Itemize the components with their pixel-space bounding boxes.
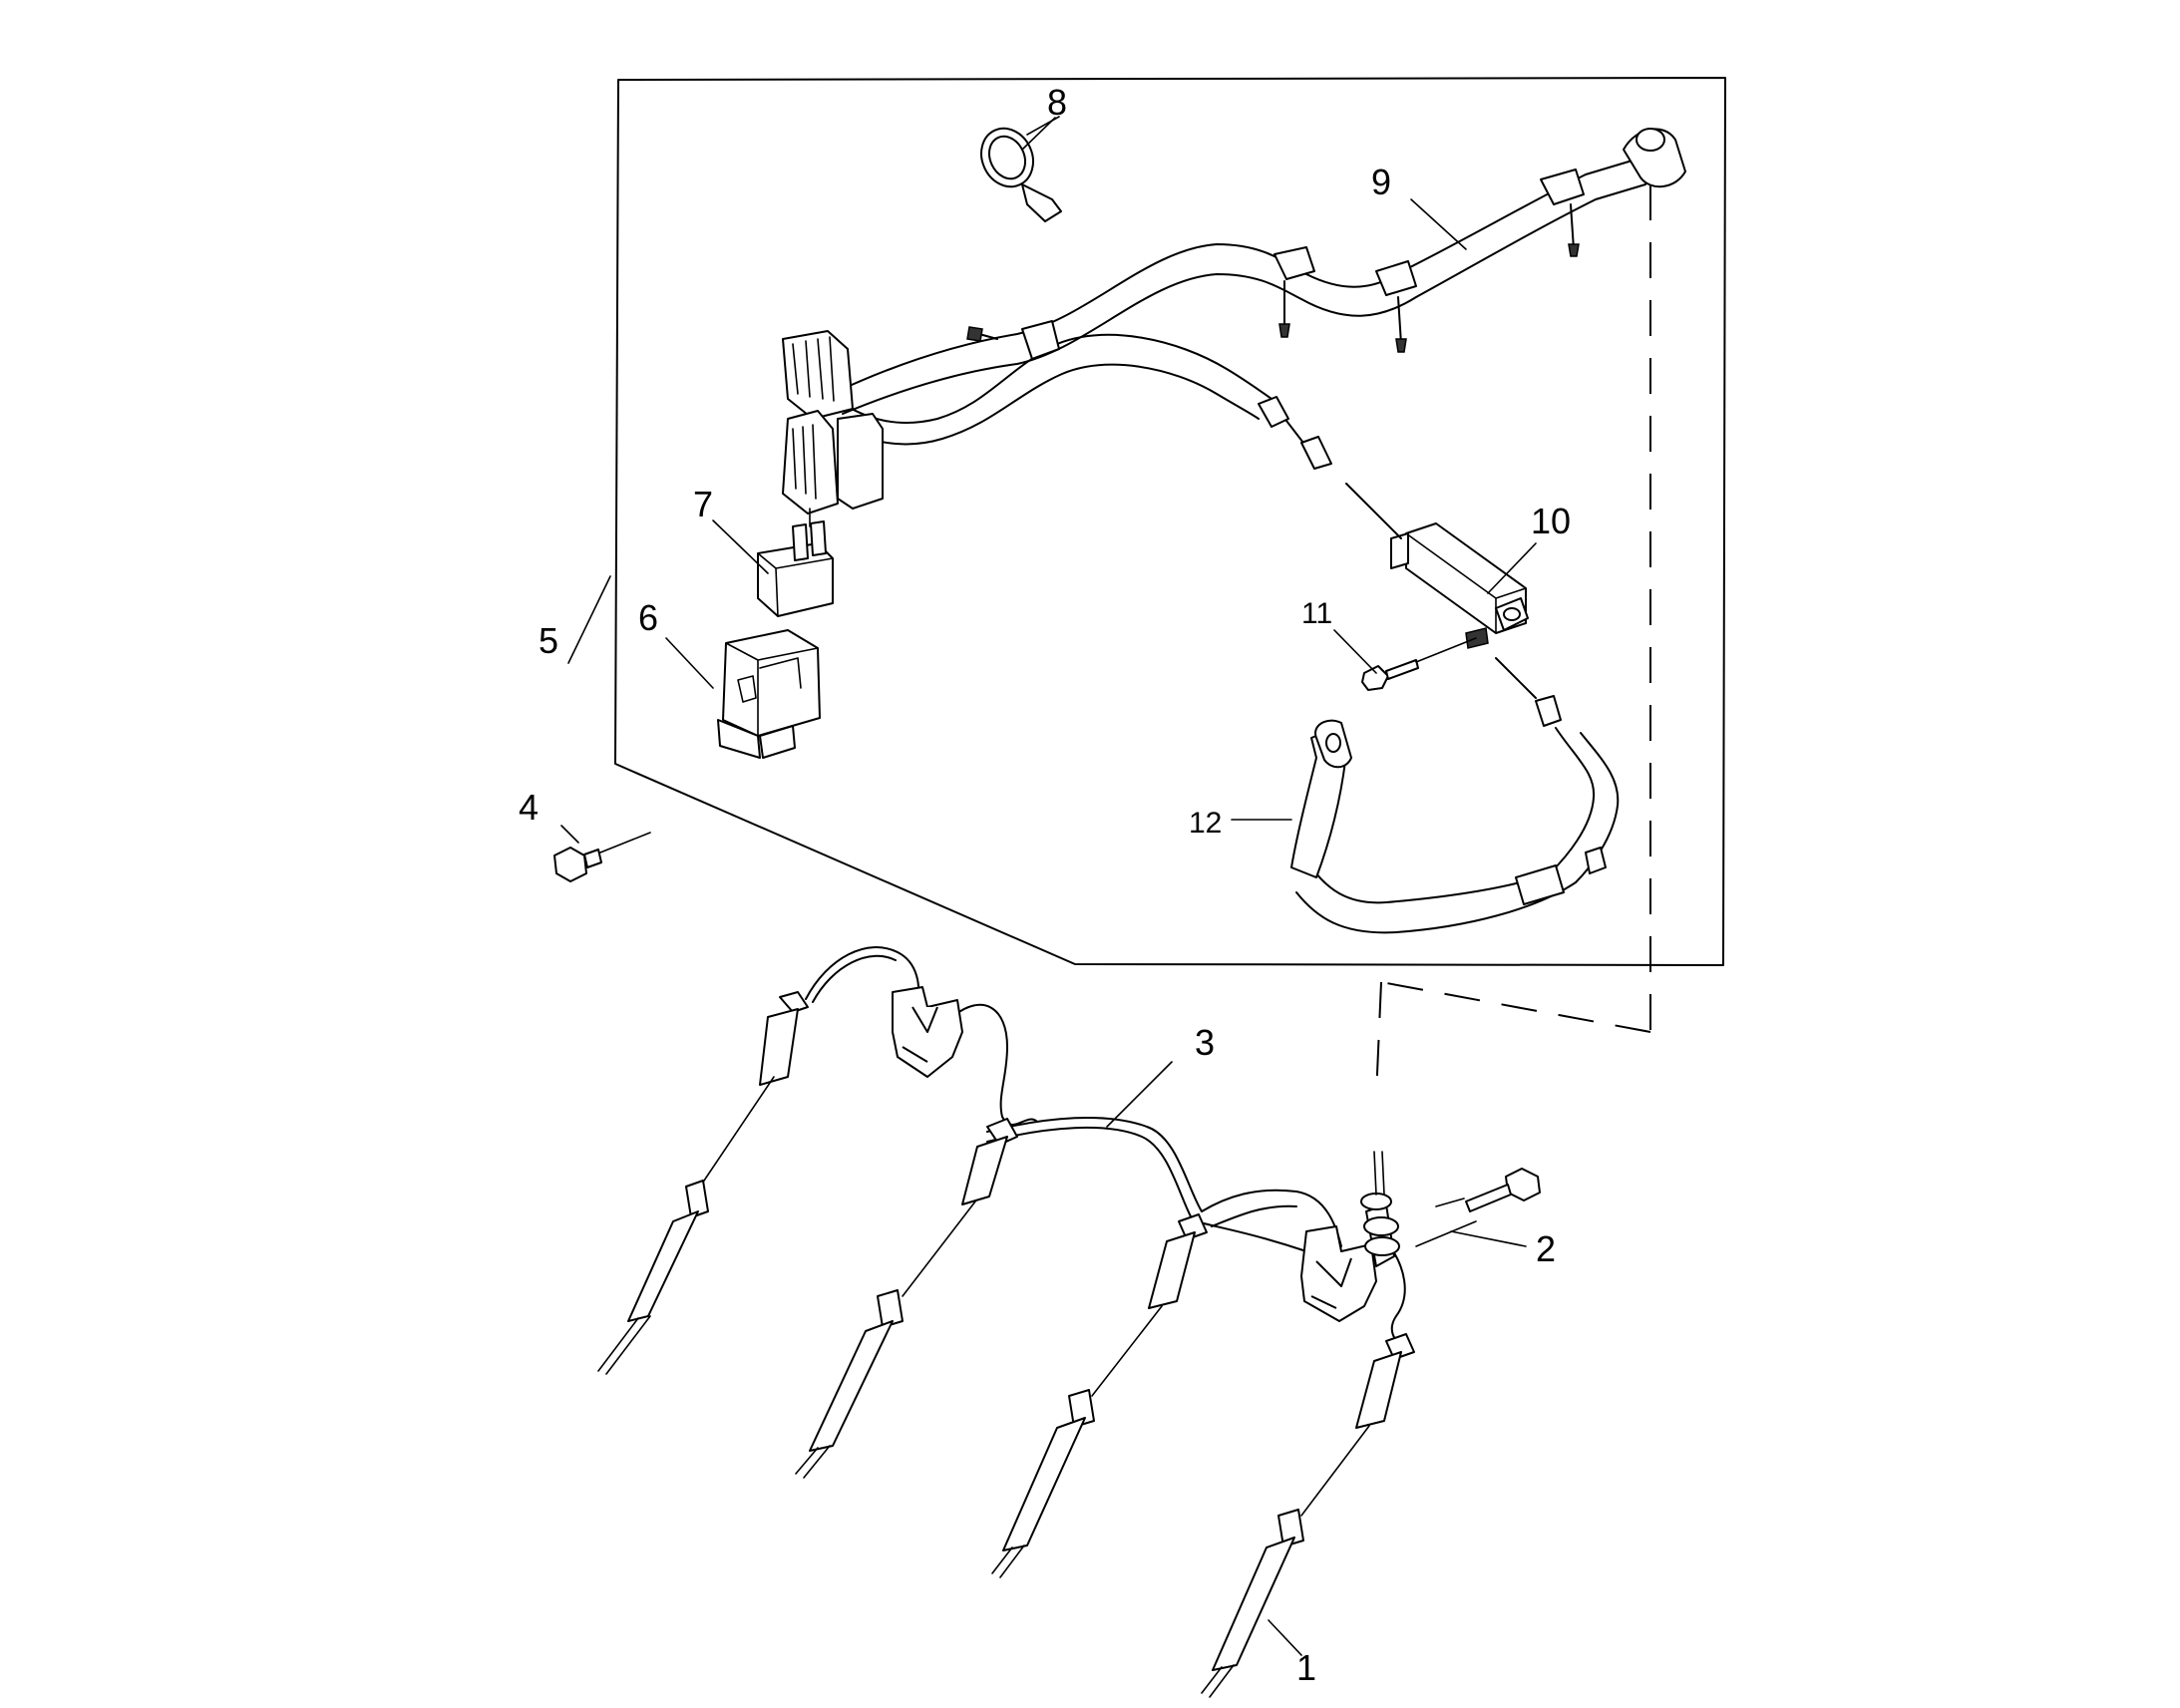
ground-strap — [1290, 657, 1620, 934]
callout-10: 10 — [1531, 501, 1571, 541]
screw-small — [1361, 637, 1477, 691]
relay-socket — [717, 629, 821, 759]
bolt-item-4 — [553, 832, 651, 882]
harness-connector — [782, 330, 884, 514]
glow-plug-wire-harness — [805, 946, 1477, 1347]
callout-5: 5 — [539, 620, 558, 661]
callout-8: 8 — [1047, 82, 1067, 123]
glow-plug-2 — [795, 1118, 1018, 1479]
cable-tie — [980, 116, 1062, 222]
glow-plug-4 — [1201, 1333, 1415, 1698]
glow-plug-1 — [597, 991, 809, 1375]
callout-2: 2 — [1536, 1228, 1556, 1269]
control-module — [1345, 483, 1529, 649]
kit-boundary — [614, 77, 1726, 966]
bolt-item-2 — [1435, 1168, 1541, 1212]
callout-6: 6 — [638, 597, 658, 638]
glow-plug-3 — [991, 1213, 1208, 1578]
callouts: 1 2 3 4 5 6 7 8 9 10 11 12 — [519, 82, 1571, 1688]
callout-7: 7 — [693, 484, 713, 524]
callout-12: 12 — [1189, 807, 1222, 840]
callout-11: 11 — [1301, 597, 1332, 630]
terminal-post-bolt — [1360, 1151, 1400, 1267]
wiring-harness — [842, 128, 1686, 470]
callout-3: 3 — [1195, 1022, 1215, 1063]
ground-leader-dashed — [1375, 184, 1651, 1098]
relay — [757, 508, 834, 617]
callout-9: 9 — [1371, 162, 1391, 202]
leader-lines — [560, 117, 1537, 1656]
callout-4: 4 — [519, 787, 539, 828]
callout-1: 1 — [1296, 1647, 1316, 1688]
